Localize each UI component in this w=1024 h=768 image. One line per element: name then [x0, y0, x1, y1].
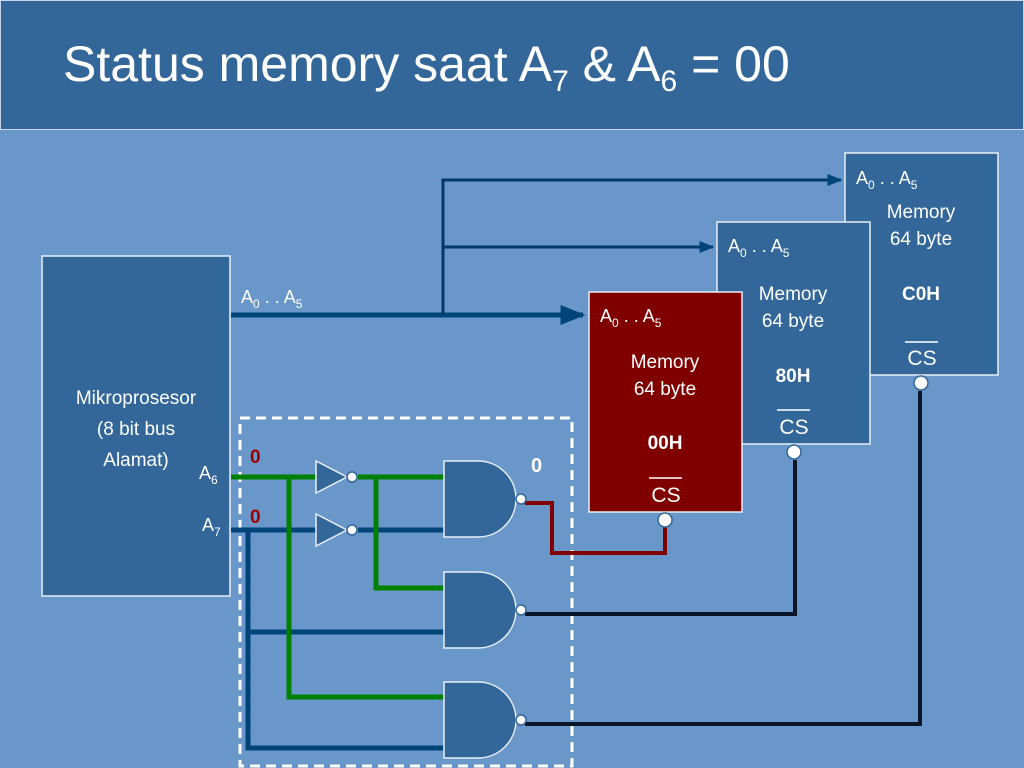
microprocessor-block: Mikroprosesor (8 bit bus Alamat) A6 A7 — [41, 255, 231, 597]
inverter-a7 — [315, 512, 358, 548]
memory-80h-label: Memory — [759, 284, 828, 305]
cs-bubble-80h — [786, 444, 802, 460]
svg-text:Mikroprosesor: Mikroprosesor — [76, 388, 197, 409]
svg-text:Alamat): Alamat) — [103, 450, 168, 471]
bus-label: A0 . . A5 — [241, 287, 303, 311]
cs-bubble-c0h — [913, 375, 929, 391]
svg-text:A0 . . A5: A0 . . A5 — [728, 236, 790, 260]
decoder-wiring — [231, 391, 922, 751]
title-bar: Status memory saat A7 & A6 = 00 — [0, 0, 1024, 130]
address-bus: A0 . . A5 — [231, 174, 843, 325]
pin-a6-label: A6 — [199, 463, 218, 487]
svg-text:A0 . . A5: A0 . . A5 — [856, 168, 918, 192]
svg-text:(8 bit bus: (8 bit bus — [97, 419, 175, 440]
inverter-a6 — [315, 459, 358, 495]
memory-80h-base: 80H — [776, 366, 811, 387]
slide-title: Status memory saat A7 & A6 = 00 — [63, 36, 790, 98]
memory-c0h-base: C0H — [902, 284, 940, 305]
memory-00h-base: 00H — [648, 433, 683, 454]
nand-gate-1 — [443, 460, 527, 538]
value-a6: 0 — [250, 447, 261, 468]
svg-text:A0 . . A5: A0 . . A5 — [600, 306, 662, 330]
memory-c0h-label: Memory — [887, 202, 956, 223]
memory-00h-size: 64 byte — [634, 379, 696, 400]
memory-block-00h: A0 . . A5 Memory 64 byte 00H CS — [588, 291, 743, 513]
memory-c0h-cs: CS — [907, 347, 936, 370]
decoder-boundary — [238, 416, 574, 768]
cs-bubble-00h — [657, 512, 673, 528]
nand-gate-3 — [443, 681, 527, 759]
pin-a7-label: A7 — [202, 515, 221, 539]
memory-80h-size: 64 byte — [762, 311, 824, 332]
memory-c0h-size: 64 byte — [890, 229, 952, 250]
memory-00h-label: Memory — [631, 352, 700, 373]
memory-00h-cs: CS — [651, 484, 680, 507]
value-gate1-output: 0 — [531, 455, 542, 477]
memory-80h-cs: CS — [779, 416, 808, 439]
value-a7: 0 — [250, 507, 261, 528]
nand-gate-2 — [443, 571, 527, 649]
